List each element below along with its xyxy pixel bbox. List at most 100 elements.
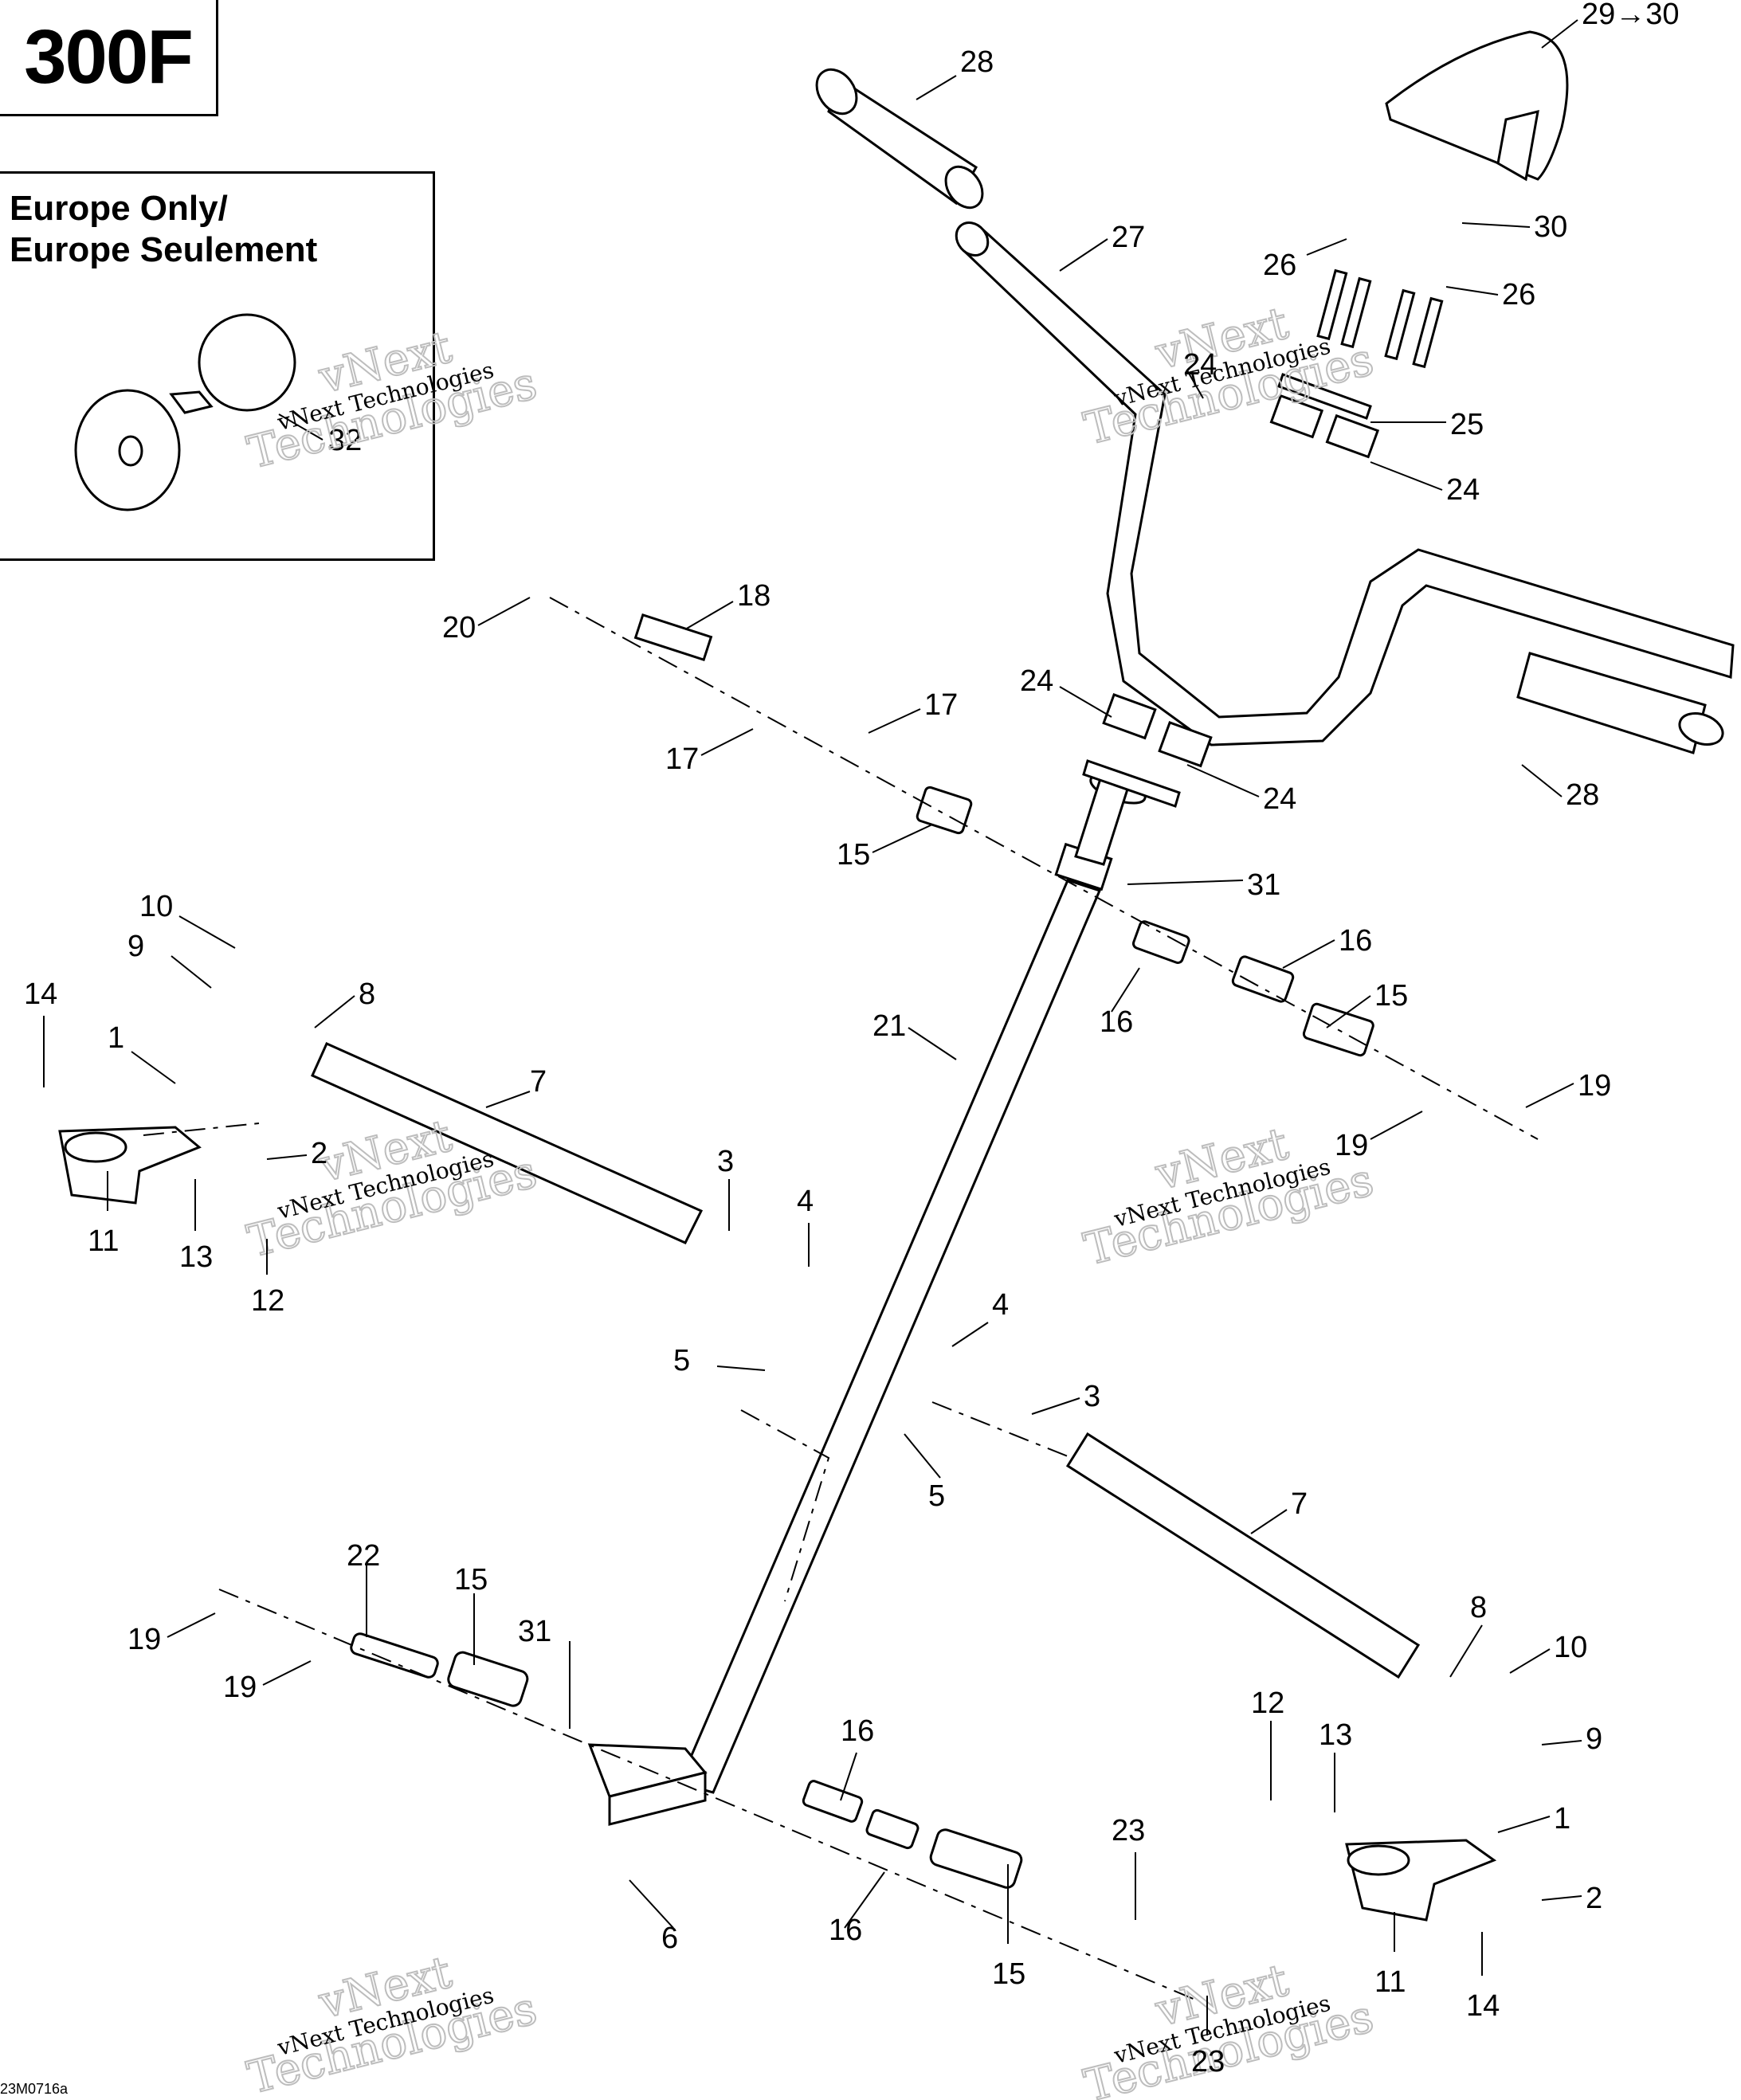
callout-leader-line (629, 1879, 674, 1929)
part-callout: 23 (1112, 1814, 1145, 1920)
callout-leader-line (131, 1051, 176, 1084)
steering-column (587, 767, 1147, 1826)
lower-link-assembly (350, 1632, 1023, 1889)
handlebar (955, 221, 1735, 746)
part-callout: 12 (251, 1239, 284, 1318)
callout-number: 9 (1586, 1722, 1602, 1756)
callout-leader-line (1031, 1397, 1080, 1415)
part-callout: 9 (1541, 1722, 1602, 1756)
part-callout: 19 (223, 1660, 312, 1704)
callout-number: 3 (1084, 1380, 1100, 1413)
part-callout: 21 (872, 1009, 957, 1060)
callout-number: 5 (673, 1344, 690, 1377)
callout-number: 27 (1112, 221, 1145, 254)
callout-leader-line (1370, 461, 1443, 491)
callout-leader-line (1059, 686, 1112, 718)
callout-leader-line (178, 915, 236, 949)
clamp-set-lower (1082, 692, 1213, 808)
callout-number: 7 (1291, 1487, 1308, 1521)
callout-number: 17 (924, 688, 958, 722)
part-callout: 6 (629, 1879, 678, 1955)
part-callout: 10 (139, 890, 236, 949)
callout-leader-line (700, 728, 754, 756)
callout-number: 3 (717, 1145, 734, 1178)
callout-number: 16 (829, 1914, 862, 1947)
grip-top (815, 68, 984, 210)
part-callout: 27 (1059, 221, 1145, 272)
part-callout: 15 (1326, 979, 1408, 1028)
callout-number: 23 (1112, 1814, 1145, 1847)
callout-number: 5 (928, 1479, 945, 1513)
callout-number: 14 (24, 978, 57, 1011)
part-callout: 3 (1031, 1380, 1100, 1415)
part-callout: 28 (916, 45, 994, 100)
callout-leader-line (477, 597, 531, 626)
callout-number: 24 (1263, 782, 1296, 816)
part-callout: 13 (1319, 1718, 1352, 1812)
callout-number: 18 (737, 579, 771, 613)
europe-inset: Europe Only/ Europe Seulement (0, 171, 435, 561)
callout-number: 28 (960, 45, 994, 79)
callout-number: 15 (1374, 979, 1408, 1013)
model-box: 300F (0, 0, 218, 116)
part-callout: 5 (904, 1433, 945, 1513)
callout-number: 31 (518, 1615, 551, 1648)
callout-leader-line (1370, 1111, 1423, 1140)
callout-leader-line (167, 1612, 216, 1638)
part-callout: 26 (1445, 278, 1535, 311)
part-callout: 12 (1251, 1687, 1284, 1800)
part-callout: 16 (829, 1871, 885, 1947)
callout-number: 11 (88, 1224, 119, 1258)
callout-number: 9 (127, 930, 144, 963)
callout-number: 20 (442, 611, 476, 644)
callout-leader-line (908, 1027, 957, 1060)
callout-leader-line (868, 708, 921, 734)
callout-number: 16 (1100, 1005, 1133, 1039)
callout-number: 21 (872, 1009, 906, 1043)
callout-leader-line (844, 1871, 885, 1929)
part-callout: 18 (684, 579, 771, 630)
callout-number: 19 (1335, 1129, 1368, 1162)
callout-number: 30 (1534, 210, 1567, 244)
callout-number: 26 (1263, 249, 1296, 282)
callout-leader-line (1127, 880, 1244, 885)
callout-number: 25 (1450, 408, 1484, 441)
part-callout: 5 (673, 1344, 766, 1377)
callout-number: 12 (251, 1284, 284, 1318)
callout-number: 24 (1183, 348, 1217, 382)
part-callout: 3 (717, 1145, 734, 1231)
part-callout: 4 (797, 1185, 814, 1267)
horn-drawing (74, 313, 296, 511)
callout-leader-line (1186, 764, 1260, 797)
tie-rod-left (311, 1042, 704, 1244)
part-callout: 1 (108, 1021, 176, 1084)
callout-leader-line (1497, 1816, 1551, 1833)
inset-title-line2: Europe Seulement (10, 230, 318, 269)
callout-leader-line (1541, 19, 1578, 49)
part-callout: 8 (1449, 1591, 1487, 1678)
callout-number: 14 (1466, 1989, 1500, 2023)
part-callout: 16 (1100, 967, 1140, 1039)
callout-number: 15 (992, 1957, 1025, 1991)
callout-leader-line (171, 955, 212, 989)
part-callout: 11 (1374, 1912, 1406, 1999)
callout-number: 1 (1554, 1802, 1570, 1836)
part-callout: 31 (518, 1615, 571, 1729)
drawing-code: 23M0716a (0, 2081, 69, 2097)
callout-number: 7 (530, 1065, 547, 1099)
callout-number: 23 (1191, 2045, 1225, 2078)
callout-leader-line (1541, 1895, 1582, 1901)
part-callout: 1 (1497, 1802, 1570, 1836)
part-callout: 30 (1461, 210, 1567, 244)
callout-number: 11 (1374, 1965, 1406, 1999)
callout-leader-line (1059, 238, 1108, 272)
part-callout: 9 (127, 930, 212, 989)
inset-title: Europe Only/ Europe Seulement (10, 188, 317, 271)
callout-number: 16 (841, 1714, 874, 1748)
clamp-set-upper (1269, 268, 1444, 459)
part-callout: 7 (1250, 1487, 1308, 1534)
callout-leader-line (1509, 1648, 1551, 1674)
callout-leader-line (684, 601, 734, 630)
